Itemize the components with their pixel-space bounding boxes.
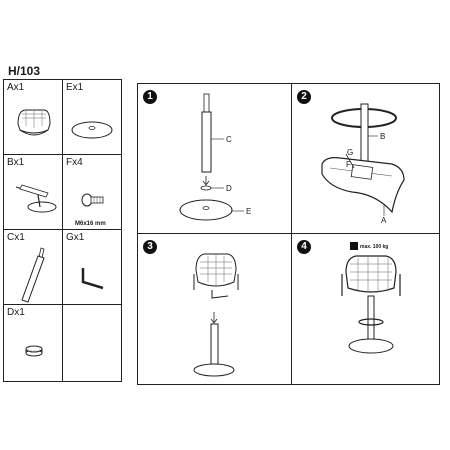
step-divider <box>291 84 292 384</box>
part-label: Fx4 <box>66 157 83 168</box>
step-2-panel: 2 B G F A <box>292 84 443 232</box>
step-number: 3 <box>143 240 157 254</box>
part-label: Ex1 <box>66 82 84 93</box>
part-label: Cx1 <box>7 232 25 243</box>
weight-limit-note: max. 100 kg <box>360 244 389 250</box>
callout-label: G <box>347 148 354 157</box>
empty-cell <box>63 305 122 380</box>
step-1-panel: 1 C D E <box>138 84 289 232</box>
table-divider <box>4 154 121 155</box>
part-label: Dx1 <box>7 307 25 318</box>
callout-label: A <box>381 216 387 225</box>
part-e: Ex1 <box>63 80 122 155</box>
step-number: 1 <box>143 90 157 104</box>
weight-icon <box>350 242 358 250</box>
step-1-diagram <box>179 93 244 221</box>
gas-lift-icon <box>21 247 45 303</box>
step-4-diagram <box>341 242 401 354</box>
part-f: Fx4 M6x16 mm <box>63 155 122 230</box>
allen-key-icon <box>81 268 104 290</box>
part-label: Gx1 <box>66 232 85 243</box>
callout-label: F <box>346 160 351 169</box>
part-d: Dx1 <box>4 305 63 380</box>
table-divider <box>4 304 121 305</box>
callout-label: D <box>226 184 232 193</box>
step-4-panel: 4 max. 100 kg <box>292 234 443 382</box>
screw-size-note: M6x16 mm <box>75 221 106 227</box>
step-number: 4 <box>297 240 311 254</box>
part-label: Bx1 <box>7 157 25 168</box>
nut-icon <box>25 345 43 357</box>
part-label: Ax1 <box>7 82 25 93</box>
mechanism-icon <box>15 184 57 213</box>
assembly-steps: 1 C D E 2 B G F <box>137 83 440 385</box>
callout-label: B <box>380 132 386 141</box>
table-divider <box>62 80 63 381</box>
base-disc-icon <box>71 121 113 139</box>
screw-icon <box>81 193 104 207</box>
parts-table: Ax1 Ex1 Bx1 Fx4 M6x16 mm <box>3 79 122 382</box>
step-3-diagram <box>193 253 239 377</box>
step-number: 2 <box>297 90 311 104</box>
table-divider <box>4 229 121 230</box>
part-b: Bx1 <box>4 155 63 230</box>
part-a: Ax1 <box>4 80 63 155</box>
document-title: H/103 <box>8 64 41 78</box>
step-3-panel: 3 <box>138 234 289 382</box>
callout-label: E <box>246 207 252 216</box>
part-g: Gx1 <box>63 230 122 305</box>
part-c: Cx1 <box>4 230 63 305</box>
step-divider <box>138 233 439 234</box>
step-2-diagram <box>321 103 405 216</box>
seat-icon <box>17 109 51 136</box>
callout-label: C <box>226 135 232 144</box>
